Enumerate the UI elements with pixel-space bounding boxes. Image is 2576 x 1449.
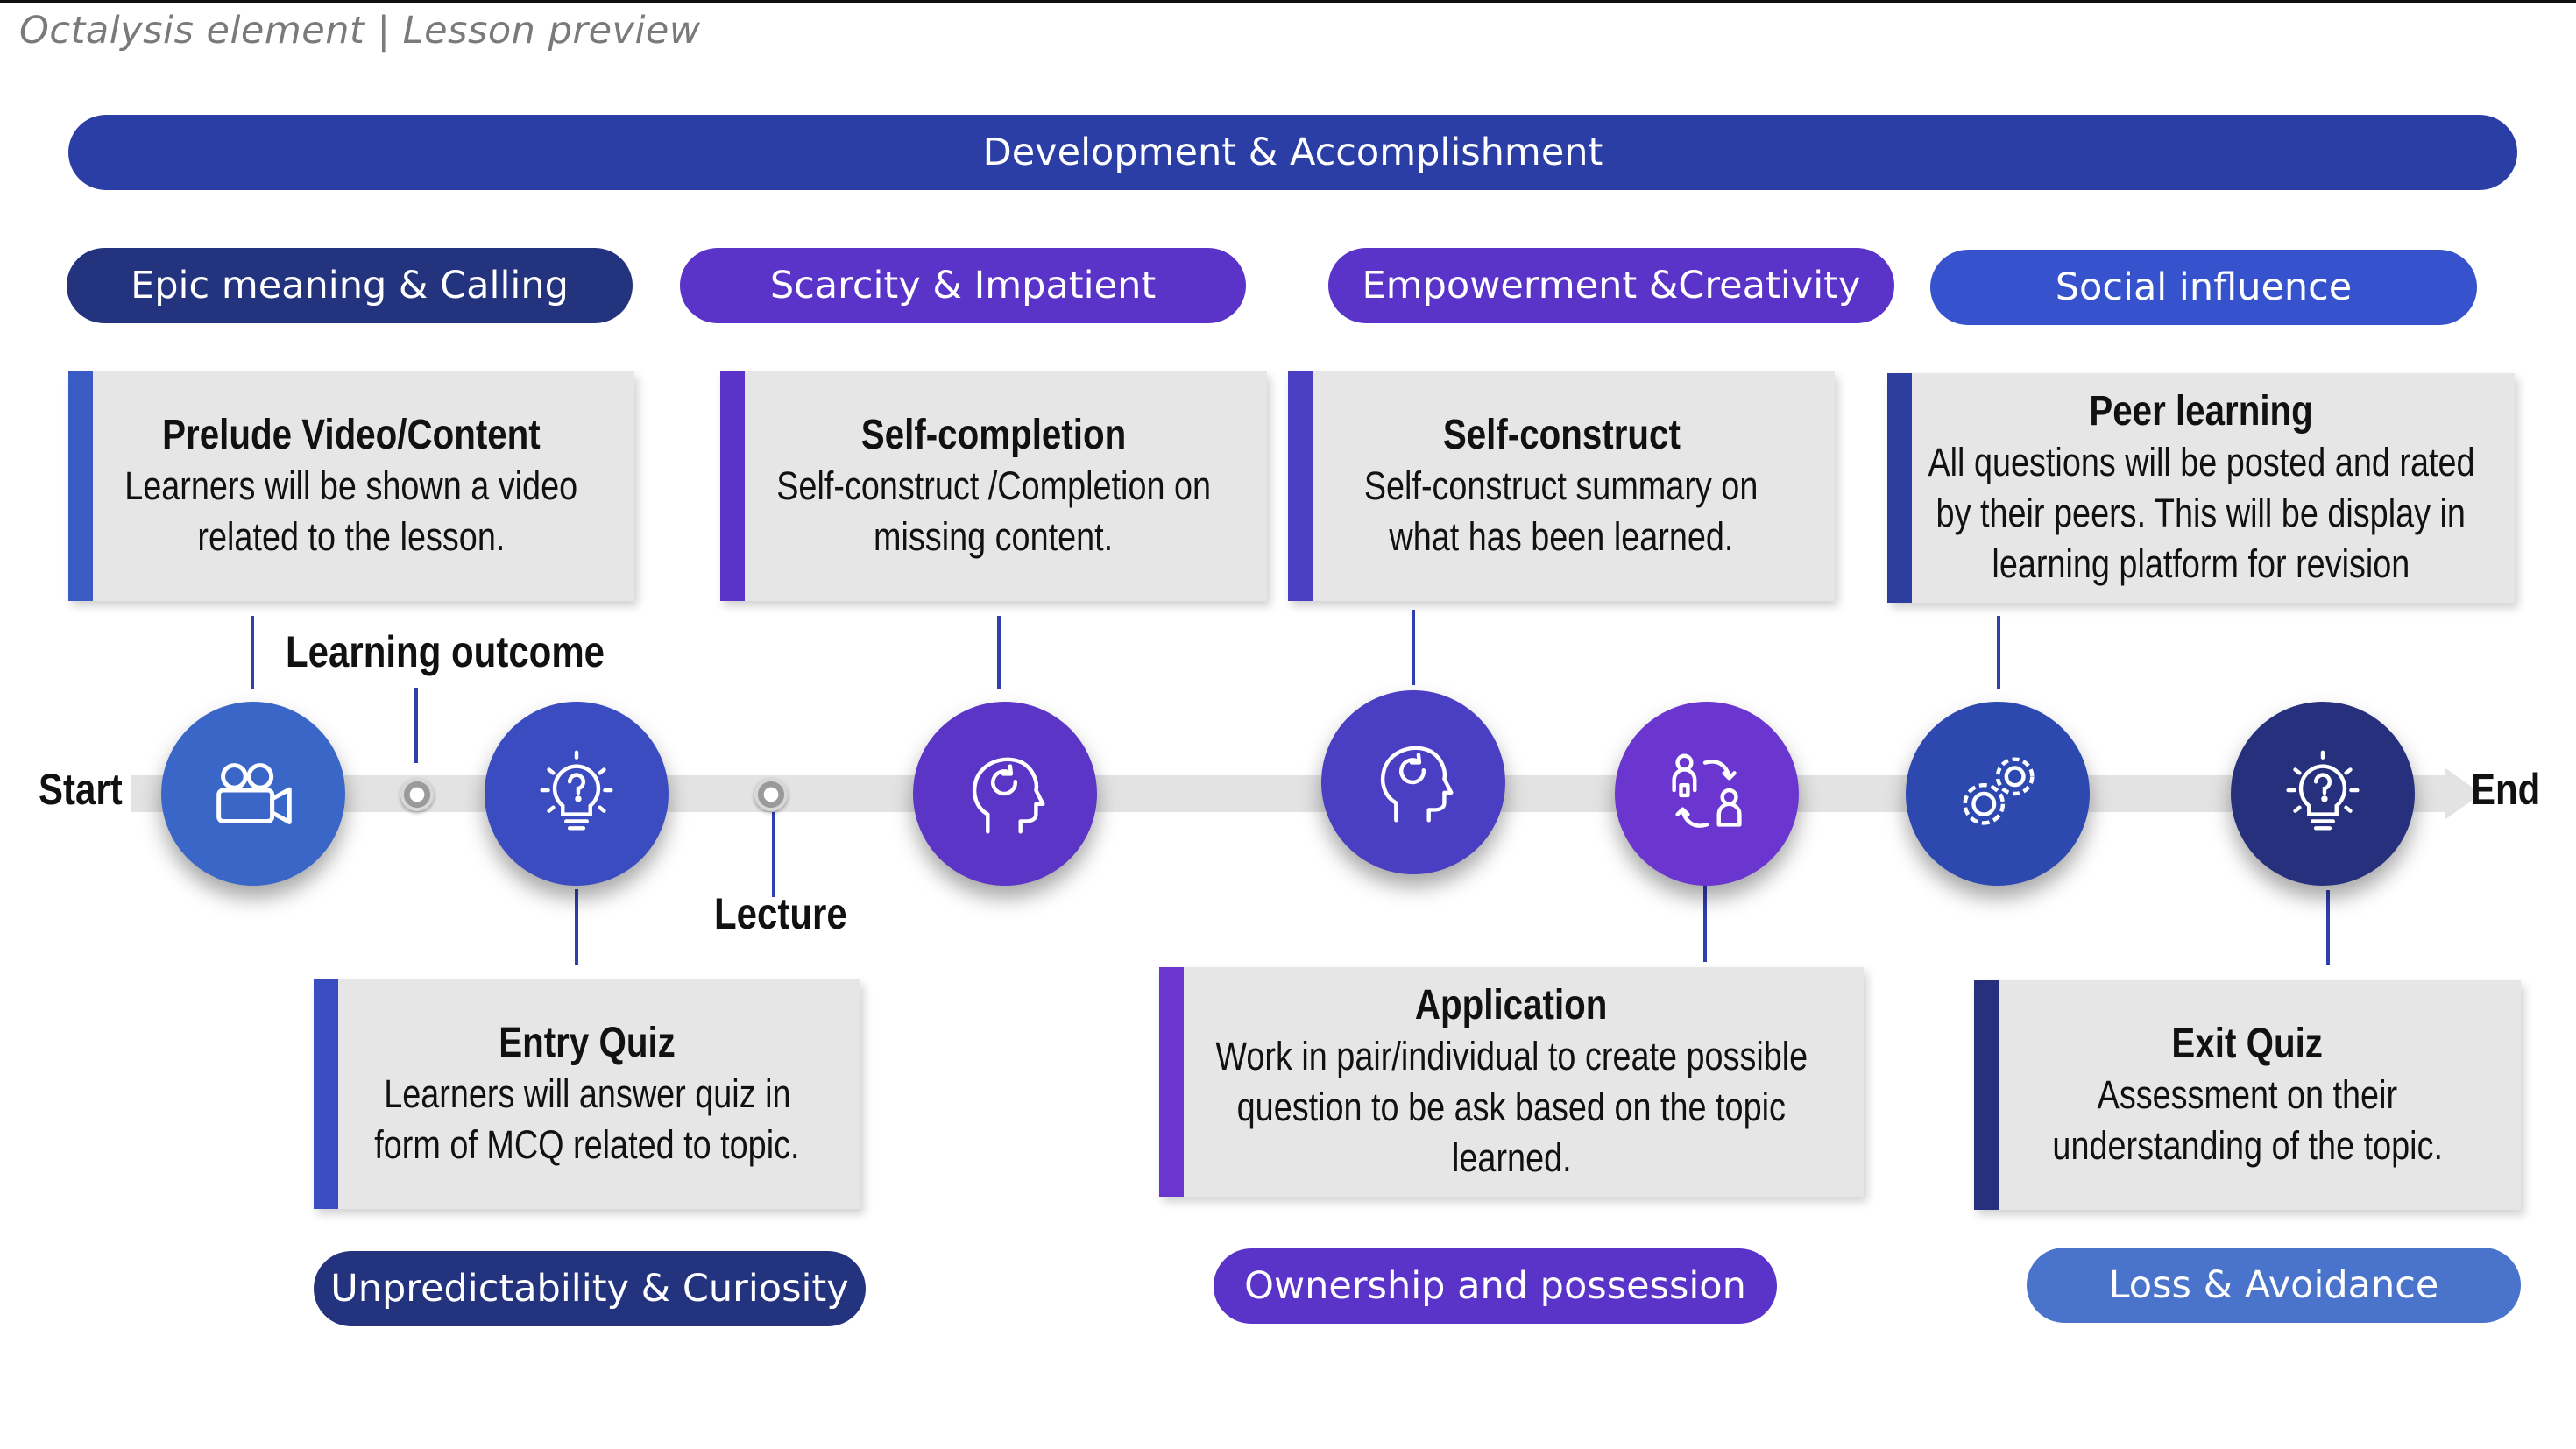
development-accomplishment-banner: Development & Accomplishment (68, 115, 2517, 190)
milestone-label-learning-outcome: Learning outcome (286, 627, 605, 676)
card-line: understanding of the topic. (2052, 1123, 2443, 1168)
connector-line (1997, 616, 2000, 689)
drive-pill-empowerment: Empowerment &Creativity (1328, 248, 1894, 323)
card-line: related to the lesson. (197, 514, 506, 559)
card-accent-bar (314, 979, 338, 1209)
card-line: form of MCQ related to topic. (374, 1122, 800, 1167)
node-exit-quiz (2231, 702, 2415, 886)
card-accent-bar (1887, 373, 1912, 603)
card-accent-bar (1974, 980, 1999, 1210)
card-title: Peer learning (2089, 388, 2313, 435)
drive-pill-unpredictability: Unpredictability & Curiosity (314, 1251, 866, 1326)
card-self-construct: Self-construct Self-construct summary on… (1288, 371, 1835, 601)
node-self-completion (913, 702, 1097, 886)
card-title: Self-completion (860, 412, 1127, 458)
card-title: Self-construct (1442, 412, 1681, 458)
connector-line (414, 688, 418, 763)
drive-pill-ownership: Ownership and possession (1214, 1248, 1777, 1324)
milestone-label-lecture: Lecture (714, 889, 847, 938)
card-line: what has been learned. (1389, 514, 1734, 559)
node-self-construct (1321, 690, 1505, 874)
card-title: Exit Quiz (2171, 1021, 2324, 1067)
connector-line (997, 616, 1001, 689)
video-camera-icon (216, 763, 292, 824)
card-line: question to be ask based on the topic (1236, 1085, 1787, 1129)
gears-icon (1963, 757, 2035, 825)
card-title: Entry Quiz (499, 1020, 676, 1066)
card-application: Application Work in pair/individual to c… (1159, 967, 1864, 1197)
card-prelude-video: Prelude Video/Content Learners will be s… (68, 371, 634, 601)
card-line: All questions will be posted and rated (1927, 440, 2475, 484)
head-refresh-icon (972, 757, 1045, 834)
card-line: Learners will answer quiz in (383, 1071, 791, 1116)
timeline-arrowhead (2445, 767, 2481, 820)
top-border (0, 0, 2576, 3)
card-accent-bar (1159, 967, 1184, 1197)
people-exchange-icon (1672, 753, 1742, 828)
connector-line (251, 616, 254, 689)
timeline-end-label: End (2471, 765, 2541, 814)
node-prelude-video (161, 702, 345, 886)
connector-line (2326, 890, 2330, 965)
timeline-start-label: Start (39, 765, 123, 814)
card-line: missing content. (874, 514, 1114, 559)
connector-line (575, 889, 578, 965)
connector-line (1412, 610, 1415, 685)
card-line: Learners will be shown a video (124, 463, 578, 508)
card-accent-bar (720, 371, 745, 601)
card-accent-bar (1288, 371, 1313, 601)
lightbulb-icon (540, 750, 613, 831)
card-title: Prelude Video/Content (162, 412, 541, 458)
connector-line (772, 811, 775, 897)
connector-line (1703, 885, 1707, 962)
timeline-track (131, 775, 2453, 812)
drive-pill-social-influence: Social influence (1930, 250, 2477, 325)
card-line: learning platform for revision (1992, 541, 2410, 586)
card-line: Work in pair/individual to create possib… (1215, 1034, 1808, 1078)
card-entry-quiz: Entry Quiz Learners will answer quiz in … (314, 979, 860, 1209)
head-refresh-icon (1380, 746, 1454, 823)
card-title: Application (1415, 982, 1608, 1028)
card-line: Assessment on their (2097, 1072, 2398, 1117)
drive-pill-loss-avoidance: Loss & Avoidance (2027, 1248, 2521, 1323)
page-header: Octalysis element | Lesson preview (19, 9, 701, 53)
card-exit-quiz: Exit Quiz Assessment on their understand… (1974, 980, 2521, 1210)
card-self-completion: Self-completion Self-construct /Completi… (720, 371, 1267, 601)
card-line: by their peers. This will be display in (1936, 491, 2466, 535)
card-line: learned. (1451, 1135, 1572, 1180)
node-application (1615, 702, 1799, 886)
card-line: Self-construct /Completion on (776, 463, 1211, 508)
node-peer-learning (1906, 702, 2090, 886)
drive-pill-scarcity: Scarcity & Impatient (680, 248, 1246, 323)
node-entry-quiz (485, 702, 669, 886)
lightbulb-icon (2286, 750, 2360, 831)
card-peer-learning: Peer learning All questions will be post… (1887, 373, 2515, 603)
milestone-lecture (754, 778, 788, 811)
drive-pill-epic-meaning: Epic meaning & Calling (67, 248, 633, 323)
card-accent-bar (68, 371, 93, 601)
card-line: Self-construct summary on (1364, 463, 1759, 508)
milestone-learning-outcome (400, 778, 434, 811)
